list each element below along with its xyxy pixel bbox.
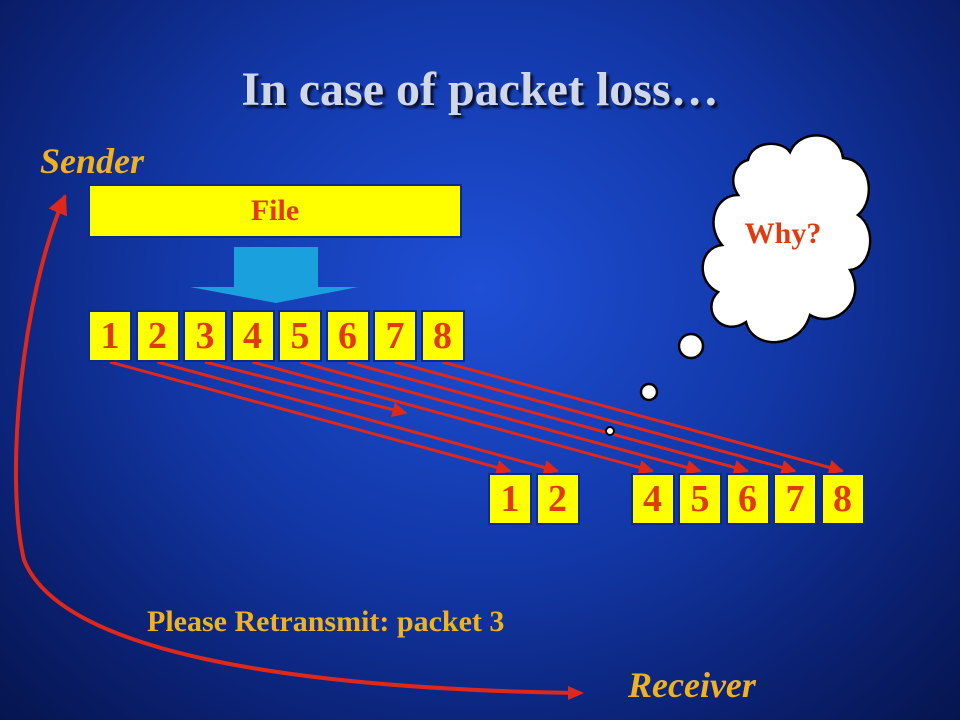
slide-title: In case of packet loss…	[241, 63, 719, 116]
received-packet: 8	[820, 473, 865, 525]
sent-packet: 4	[230, 310, 275, 362]
file-box: File	[88, 184, 462, 238]
thought-text: Why?	[744, 217, 822, 250]
feedback-arrow	[13, 194, 576, 695]
transmission-arrow	[394, 360, 797, 475]
transmission-arrow	[157, 360, 559, 475]
sent-packet: 3	[183, 310, 227, 362]
received-packet: 1	[488, 473, 532, 525]
thought-cloud	[605, 134, 872, 436]
transmission-arrow	[347, 360, 749, 475]
transmission-arrow	[252, 360, 654, 475]
sender-label: Sender	[40, 141, 145, 181]
sent-packet: 7	[373, 310, 417, 362]
receiver-label: Receiver	[628, 665, 756, 705]
feedback-arrowhead	[568, 686, 584, 700]
received-packet: 5	[678, 473, 722, 525]
transmission-arrow	[299, 360, 702, 475]
sent-packet: 2	[135, 310, 180, 362]
transmission-arrow	[109, 360, 512, 475]
sent-packet: 8	[420, 310, 465, 362]
received-packet: 6	[725, 473, 770, 525]
retransmit-message: Please Retransmit: packet 3	[147, 605, 505, 638]
transmission-arrows	[109, 360, 844, 475]
received-packet: 4	[630, 473, 675, 525]
lost-packet-arrow	[204, 360, 408, 417]
sent-packet: 1	[88, 310, 132, 362]
sent-packet: 5	[278, 310, 322, 362]
split-arrow	[190, 247, 358, 303]
received-packet: 2	[535, 473, 580, 525]
sent-packet: 6	[325, 310, 370, 362]
received-packet: 7	[773, 473, 817, 525]
transmission-arrow	[442, 360, 844, 475]
